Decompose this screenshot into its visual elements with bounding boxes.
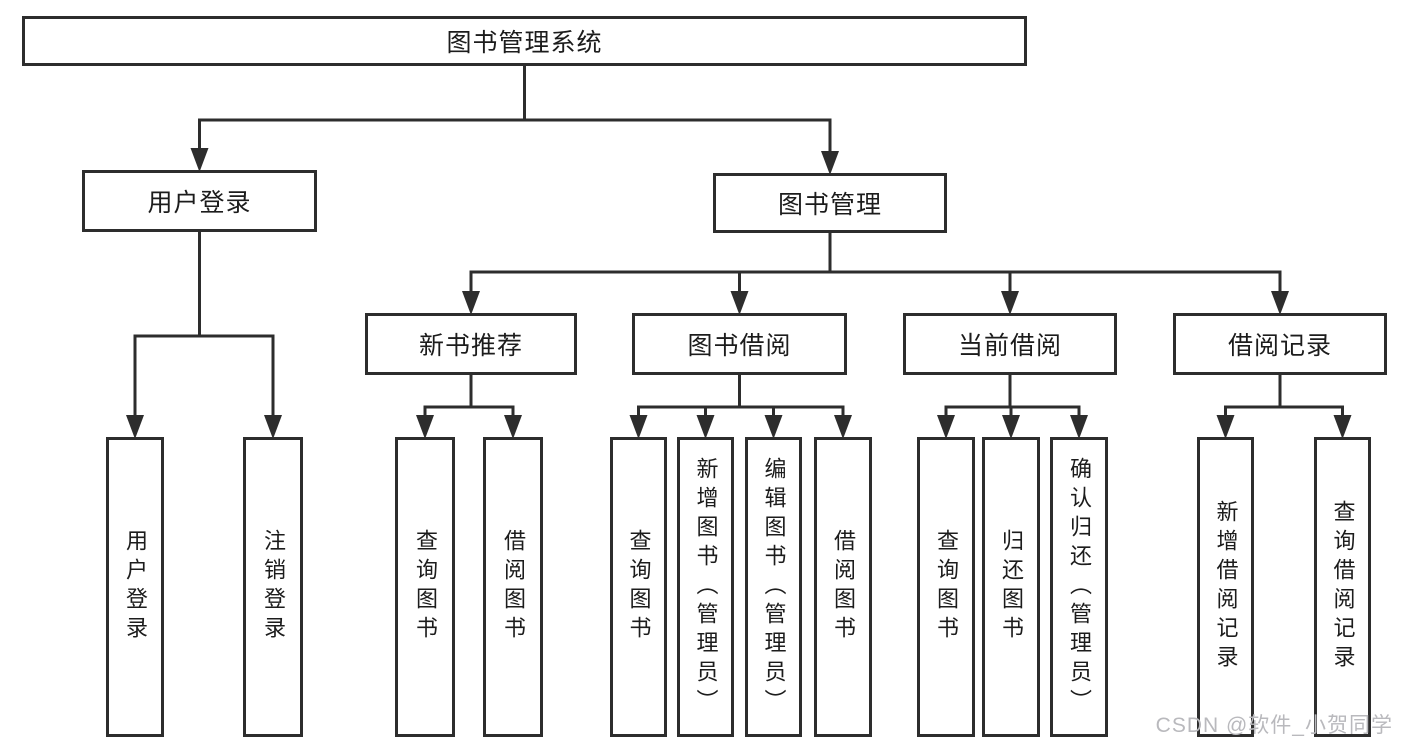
node-login: 用户登录: [82, 170, 317, 232]
node-book-borrow: 图书借阅: [632, 313, 847, 375]
node-label: 确认归还（管理员）: [1067, 456, 1092, 718]
node-current-borrow: 当前借阅: [903, 313, 1117, 375]
node-label: 借阅图书: [831, 529, 856, 645]
node-label: 注销登录: [261, 529, 286, 645]
node-user-login: 用户登录: [106, 437, 164, 737]
node-logout: 注销登录: [243, 437, 303, 737]
node-label: 查询图书: [413, 529, 438, 645]
node-label: 新书推荐: [418, 332, 523, 360]
node-label: 图书借阅: [687, 332, 792, 360]
node-nb-borrow: 借阅图书: [483, 437, 543, 737]
node-label: 图书管理系统: [446, 29, 603, 57]
node-rec-query: 查询借阅记录: [1314, 437, 1371, 737]
node-label: 用户登录: [147, 189, 252, 217]
node-label: 新增图书（管理员）: [693, 456, 719, 718]
node-cur-return: 归还图书: [982, 437, 1040, 737]
node-rec-add: 新增借阅记录: [1197, 437, 1254, 737]
node-bw-edit: 编辑图书（管理员）: [745, 437, 802, 737]
node-borrow-record: 借阅记录: [1173, 313, 1387, 375]
node-label: 图书管理: [777, 191, 882, 219]
node-label: 查询图书: [934, 529, 959, 645]
node-label: 新增借阅记录: [1213, 500, 1239, 674]
node-label: 编辑图书（管理员）: [761, 456, 787, 718]
node-mgmt: 图书管理: [713, 173, 947, 233]
node-bw-add: 新增图书（管理员）: [677, 437, 734, 737]
node-cur-confirm: 确认归还（管理员）: [1050, 437, 1108, 737]
node-label: 查询借阅记录: [1330, 500, 1356, 674]
node-label: 借阅图书: [501, 529, 526, 645]
node-cur-query: 查询图书: [917, 437, 975, 737]
node-label: 归还图书: [999, 529, 1024, 645]
node-bw-query: 查询图书: [610, 437, 667, 737]
node-label: 借阅记录: [1227, 332, 1332, 360]
node-root: 图书管理系统: [22, 16, 1027, 66]
node-new-book: 新书推荐: [365, 313, 577, 375]
node-label: 用户登录: [123, 529, 148, 645]
node-label: 查询图书: [626, 529, 652, 645]
node-bw-borrow: 借阅图书: [814, 437, 872, 737]
watermark: CSDN @软件_小贺同学: [1155, 714, 1393, 737]
node-nb-query: 查询图书: [395, 437, 455, 737]
node-label: 当前借阅: [957, 332, 1062, 360]
